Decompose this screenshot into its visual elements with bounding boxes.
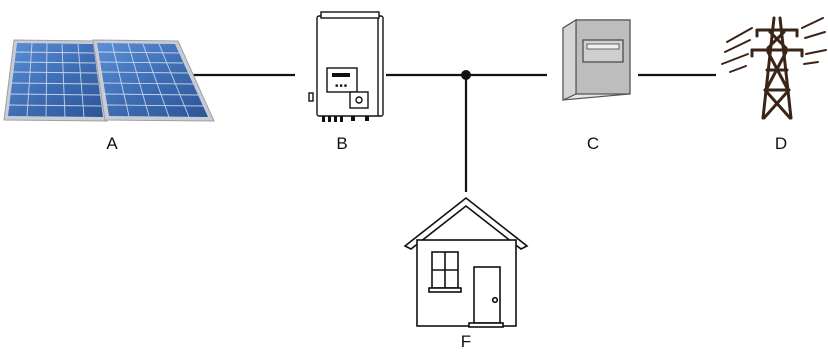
svg-text:■ ■ ■: ■ ■ ■	[335, 83, 347, 89]
house-icon	[403, 196, 529, 328]
junction-dot	[461, 70, 471, 80]
label-b: B	[336, 134, 348, 153]
solar-panel-icon	[3, 39, 215, 122]
label-a: A	[106, 134, 118, 153]
inverter-icon: ■ ■ ■	[308, 11, 384, 122]
label-f: F	[460, 332, 472, 351]
power-pylon-icon	[721, 16, 827, 120]
label-c: C	[586, 134, 600, 153]
label-d: D	[774, 134, 788, 153]
connection-lines	[193, 73, 716, 192]
electric-meter-icon	[562, 18, 631, 101]
